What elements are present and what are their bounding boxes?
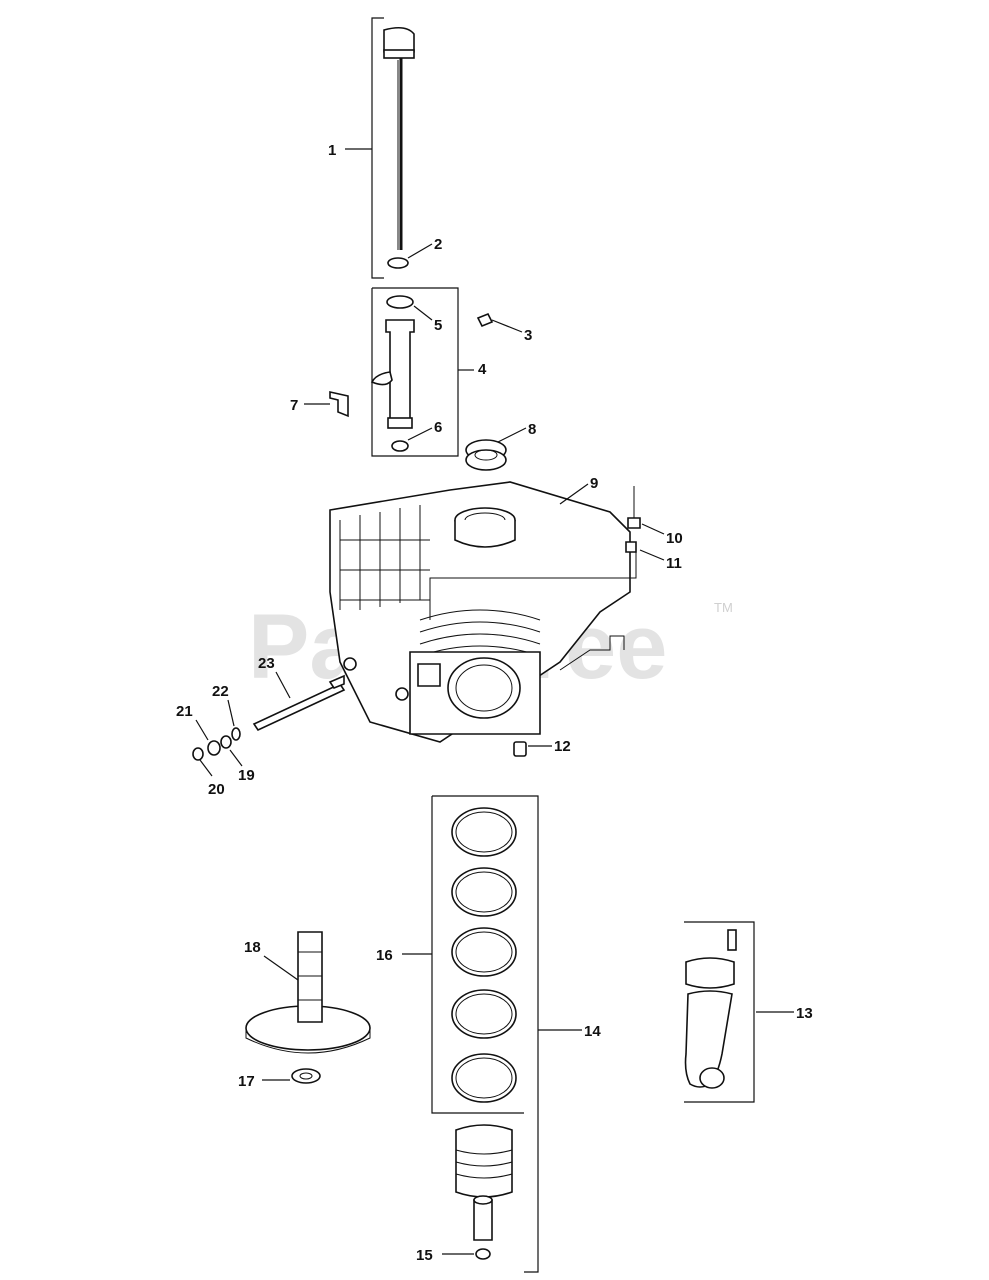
fill-tube-part[interactable]: [370, 319, 415, 429]
screw-3-part[interactable]: [476, 312, 494, 328]
seal-8-part[interactable]: [465, 439, 507, 471]
piston-ring-4[interactable]: [451, 989, 517, 1039]
piston-part[interactable]: [455, 1124, 513, 1198]
piston-group-box: [432, 795, 539, 1273]
bolt-10-part[interactable]: [627, 486, 641, 529]
callout-21[interactable]: 21: [176, 703, 193, 720]
dipstick-part[interactable]: [371, 17, 415, 279]
callout-18[interactable]: 18: [244, 939, 261, 956]
piston-ring-2[interactable]: [451, 867, 517, 917]
shim-17-part[interactable]: [291, 1068, 321, 1084]
connecting-rod-part[interactable]: [684, 929, 737, 1089]
part-19[interactable]: [220, 735, 232, 749]
callout-23[interactable]: 23: [258, 655, 275, 672]
piston-pin-part[interactable]: [473, 1195, 493, 1241]
callout-19[interactable]: 19: [238, 767, 255, 784]
governor-shaft-part[interactable]: [252, 674, 346, 732]
callout-10[interactable]: 10: [666, 530, 683, 547]
callout-16[interactable]: 16: [376, 947, 393, 964]
bracket-part[interactable]: [329, 391, 349, 418]
piston-ring-5[interactable]: [451, 1053, 517, 1103]
crankcase-part[interactable]: [329, 481, 631, 743]
part-22[interactable]: [231, 727, 241, 741]
plug-12-part[interactable]: [513, 741, 527, 757]
piston-ring-1[interactable]: [451, 807, 517, 857]
dipstick-oring-part[interactable]: [387, 257, 409, 269]
callout-7[interactable]: 7: [290, 397, 298, 414]
oring-top-part[interactable]: [386, 295, 414, 309]
watermark-tm: TM: [714, 600, 733, 615]
callout-8[interactable]: 8: [528, 421, 536, 438]
callout-3[interactable]: 3: [524, 327, 532, 344]
callout-5[interactable]: 5: [434, 317, 442, 334]
leader-lines: [195, 148, 794, 1255]
pin-11-part[interactable]: [625, 541, 637, 553]
callout-9[interactable]: 9: [590, 475, 598, 492]
part-21[interactable]: [207, 740, 221, 756]
callout-17[interactable]: 17: [238, 1073, 255, 1090]
callout-11[interactable]: 11: [666, 555, 682, 572]
piston-ring-3[interactable]: [451, 927, 517, 977]
callout-labels: 1 2 3 4 5 6 7 8 9 10 11 12 13 14 15 16 1…: [176, 142, 813, 1264]
tube-group-box: [371, 287, 459, 457]
callout-4[interactable]: 4: [478, 361, 487, 378]
camshaft-part[interactable]: [245, 931, 371, 1054]
callout-12[interactable]: 12: [554, 738, 571, 755]
callout-13[interactable]: 13: [796, 1005, 813, 1022]
callout-15[interactable]: 15: [416, 1247, 433, 1264]
oring-bottom-part[interactable]: [391, 440, 409, 452]
ring-set-box: [431, 796, 524, 1114]
callout-14[interactable]: 14: [584, 1023, 601, 1040]
callout-2[interactable]: 2: [434, 236, 442, 253]
callout-6[interactable]: 6: [434, 419, 442, 436]
part-20[interactable]: [192, 747, 204, 761]
rod-group-box: [684, 921, 755, 1103]
pin-clip-part[interactable]: [475, 1248, 491, 1260]
callout-22[interactable]: 22: [212, 683, 229, 700]
callout-20[interactable]: 20: [208, 781, 225, 798]
callout-1[interactable]: 1: [328, 142, 336, 159]
